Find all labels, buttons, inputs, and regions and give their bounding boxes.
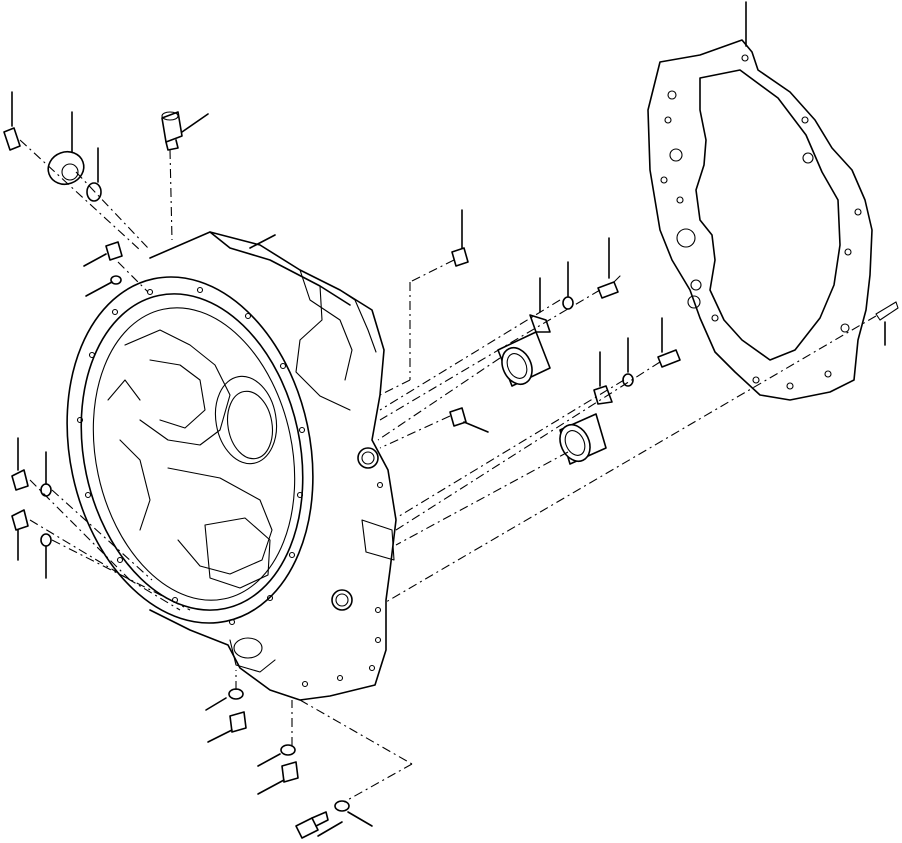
- washer-2: [622, 337, 634, 387]
- plug-bottom-1: [207, 711, 247, 743]
- assembly-lines: [19, 139, 877, 803]
- washer-1: [562, 261, 574, 310]
- plug-bottom-2: [257, 761, 299, 795]
- gasket: [647, 1, 873, 401]
- bolt-2: [657, 317, 681, 368]
- washer-bottom-1: [205, 688, 244, 711]
- bolt-1: [597, 237, 621, 299]
- cap-screw-top: [161, 111, 209, 151]
- plug-1: [451, 209, 469, 267]
- bolt-top-left: [3, 91, 21, 151]
- bushing-lower: [559, 351, 613, 465]
- bolt-bottom: [295, 800, 373, 839]
- o-ring-top: [86, 147, 102, 202]
- transmission-housing: [66, 231, 397, 701]
- plug-left-upper: [11, 437, 52, 497]
- plug-left-lower: [11, 509, 52, 579]
- cover-plate: [47, 111, 85, 186]
- bushing-upper: [497, 277, 551, 387]
- plug-left: [83, 241, 123, 297]
- dowel-pin: [875, 301, 899, 346]
- plug-2: [449, 407, 489, 433]
- washer-bottom-2: [257, 744, 296, 767]
